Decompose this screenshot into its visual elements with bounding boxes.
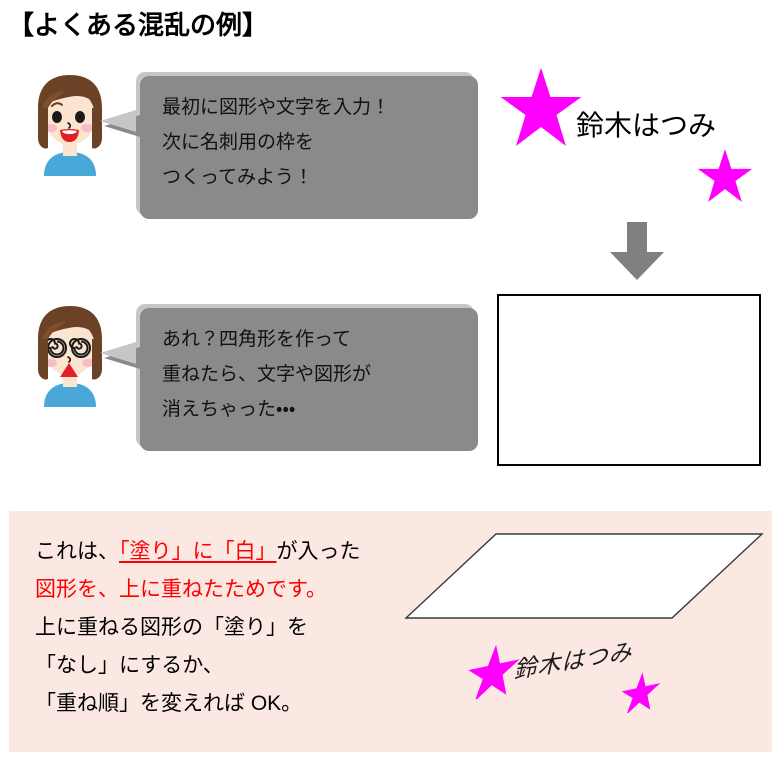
speech-line: 最初に図形や文字を入力！ [162,97,391,118]
explanation-line-1: これは、「塗り」に「白」が入った [35,533,361,571]
white-parallelogram [404,529,764,659]
dizzy-girl-avatar [22,303,118,407]
down-arrow-icon [606,220,668,282]
speech-line: 次に名刺用の枠を [162,132,315,153]
speech-bubble-tail-bottom [100,342,136,364]
small-star [696,148,754,206]
speech-bubble-bottom: あれ？四角形を作って 重ねたら、文字や図形が 消えちゃった・・・ [136,304,474,447]
speech-bubble-shadow-bottom [140,308,478,451]
explanation-text: これは、「塗り」に「白」が入った 図形を、上に重ねたためです。 上に重ねる図形の… [35,533,361,723]
explanation-seg: が入った [276,540,361,563]
explanation-line-5: 「重ね順」を変えれば OK。 [35,692,303,715]
explanation-line-4: 「なし」にするか、 [35,654,224,677]
skewed-big-star [464,643,540,702]
speech-bubble-top-text: 最初に図形や文字を入力！ 次に名刺用の枠を つくってみよう！ [136,72,474,211]
speech-bubble-shadow-top [140,76,478,219]
explanation-line-2: 図形を、上に重ねたためです。 [35,578,327,601]
empty-white-rectangle [497,294,761,466]
speech-bubble-top: 最初に図形や文字を入力！ 次に名刺用の枠を つくってみよう！ [136,72,474,215]
speech-line: つくってみよう！ [162,167,314,188]
explanation-seg: これは、 [35,540,119,563]
speech-line: 重ねたら、文字や図形が [162,364,372,385]
explanation-line-3: 上に重ねる図形の「塗り」を [35,616,308,639]
artwork-name-label: 鈴木はつみ [576,110,717,141]
skewed-small-star [619,671,675,715]
explanation-panel: これは、「塗り」に「白」が入った 図形を、上に重ねたためです。 上に重ねる図形の… [9,511,772,752]
happy-girl-avatar [22,72,118,176]
page-title: 【よくある混乱の例】 [8,10,269,40]
speech-bubble-bottom-text: あれ？四角形を作って 重ねたら、文字や図形が 消えちゃった・・・ [136,304,474,443]
speech-bubble-tail-top [100,110,136,132]
explanation-seg-white-highlight: 「白」 [213,540,277,563]
explanation-seg: に [192,540,214,563]
big-star [498,66,584,152]
explanation-seg-fill-highlight: 「塗り」 [119,540,193,563]
speech-line: あれ？四角形を作って [162,329,352,350]
speech-line: 消えちゃった・・・ [162,399,296,420]
